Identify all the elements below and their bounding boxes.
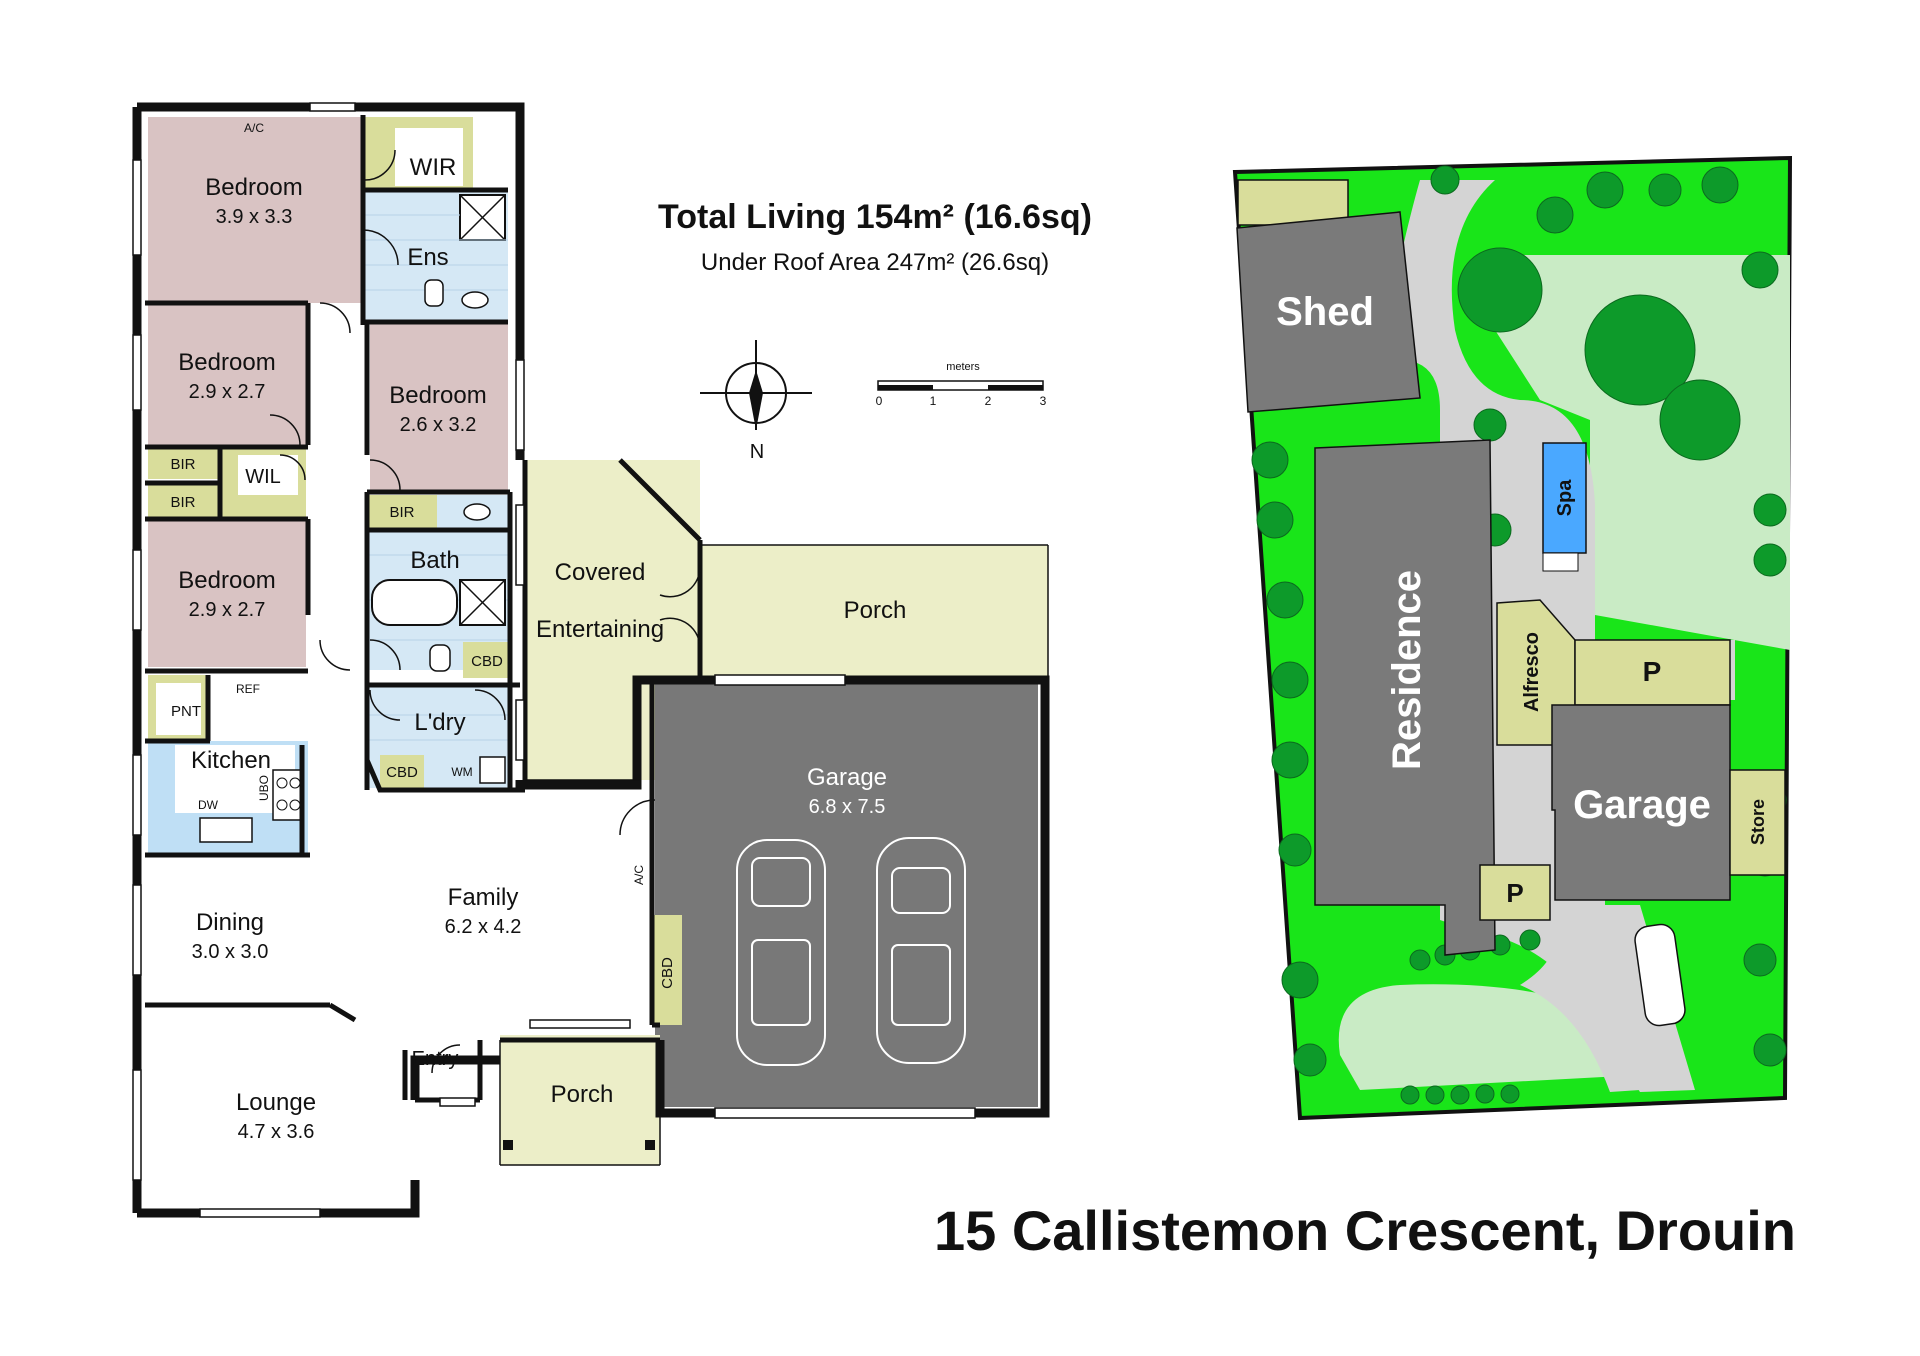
bedroom-2-room: [148, 303, 306, 446]
kitchen-label: Kitchen: [191, 747, 271, 774]
family-dims: 6.2 x 4.2: [445, 916, 522, 938]
wm-label: WM: [451, 765, 472, 779]
dw-label: DW: [198, 798, 219, 812]
scale-tick-2: 2: [985, 394, 992, 408]
wil-label: WIL: [245, 466, 281, 488]
covered-entertaining-label-1: Covered: [555, 559, 646, 586]
bedroom-main-room: [148, 117, 361, 303]
bir-1-storage: [148, 447, 218, 479]
porch-front-area: [500, 1035, 660, 1165]
parking-2-area: [1479, 864, 1551, 921]
shed-building: [1236, 211, 1421, 413]
parking-1-area: [1574, 639, 1731, 706]
cbd-1-label: CBD: [471, 653, 503, 670]
lounge-label: Lounge: [236, 1089, 316, 1116]
ubo-label: UBO: [257, 775, 271, 801]
garage-site-label: Garage: [1573, 783, 1711, 827]
bedroom-2-label: Bedroom: [178, 349, 275, 376]
under-roof-subtitle: Under Roof Area 247m² (26.6sq): [701, 249, 1049, 276]
porch-front-label: Porch: [551, 1081, 614, 1108]
covered-entertaining-label-2: Entertaining: [536, 616, 664, 643]
garage-building: [1551, 704, 1731, 901]
scale-tick-0: 0: [876, 394, 883, 408]
site-plan: Shed Residence Spa Alfresco P Garage Sto…: [1232, 155, 1793, 1121]
dining-dims: 3.0 x 3.0: [192, 941, 269, 963]
shed-label: Shed: [1276, 290, 1374, 334]
spa-pool: [1542, 442, 1587, 554]
scale-tick-1: 1: [930, 394, 937, 408]
parking-1-label: P: [1643, 656, 1662, 687]
bedroom-main-dims: 3.9 x 3.3: [216, 206, 293, 228]
cbd-1-storage: [463, 642, 510, 678]
bedroom-4-dims: 2.9 x 2.7: [189, 599, 266, 621]
address-title: 15 Callistemon Crescent, Drouin: [934, 1199, 1796, 1262]
entry-label: Entry: [412, 1048, 459, 1070]
spa-label: Spa: [1554, 479, 1576, 517]
car-right-icon: [876, 837, 966, 1064]
compass-north-label: N: [750, 441, 764, 463]
store-building: [1729, 769, 1786, 876]
lounge-dims: 4.7 x 3.6: [238, 1121, 315, 1143]
residence-label: Residence: [1385, 570, 1429, 770]
total-living-title: Total Living 154m² (16.6sq): [658, 198, 1092, 236]
bath-label: Bath: [410, 547, 459, 574]
bedroom-main-label: Bedroom: [205, 174, 302, 201]
parking-2-label: P: [1506, 878, 1523, 908]
bedroom-3-room: [370, 324, 508, 492]
dining-label: Dining: [196, 909, 264, 936]
cbd-2-label: CBD: [386, 764, 418, 781]
cbd-3-storage: [652, 915, 682, 1025]
cbd-2-storage: [380, 755, 424, 788]
bir-2-label: BIR: [170, 494, 195, 511]
ref-label: REF: [236, 682, 260, 696]
porch-rear-area: [700, 545, 1048, 677]
store-label: Store: [1748, 799, 1768, 845]
bir-1-label: BIR: [170, 456, 195, 473]
bedroom-4-label: Bedroom: [178, 567, 275, 594]
car-left-icon: [736, 839, 826, 1066]
residence-building: [1314, 439, 1496, 956]
bedroom-4-room: [148, 521, 306, 667]
bedroom-3-label: Bedroom: [389, 382, 486, 409]
porch-rear-label: Porch: [844, 597, 907, 624]
scale-tick-3: 3: [1040, 394, 1047, 408]
garage-label: Garage: [807, 764, 887, 791]
scale-unit: meters: [946, 361, 980, 373]
alfresco-label: Alfresco: [1521, 632, 1543, 712]
rear-lawn-area: [1495, 255, 1790, 650]
floor-plan: A/C Bedroom 3.9 x 3.3 WIR Ens Bedroom 2.…: [132, 102, 1050, 1218]
pnt-label: PNT: [171, 703, 201, 720]
shed-roof-overhang: [1237, 179, 1349, 226]
ac-top-label: A/C: [244, 121, 264, 135]
garage-dims: 6.8 x 7.5: [809, 796, 886, 818]
laundry-label: L'dry: [414, 709, 465, 736]
ensuite-label: Ens: [407, 244, 448, 271]
bir-3-label: BIR: [389, 504, 414, 521]
scale-bar: meters 0 1 2 3: [876, 361, 1047, 408]
garage-room: [655, 684, 1038, 1107]
bir-2-storage: [148, 484, 218, 518]
wir-label: WIR: [410, 154, 457, 181]
ac-side-label: A/C: [632, 865, 646, 885]
bedroom-3-dims: 2.6 x 3.2: [400, 414, 477, 436]
compass-icon: N: [700, 340, 812, 463]
site-car-icon: [1634, 923, 1686, 1027]
bedroom-2-dims: 2.9 x 2.7: [189, 381, 266, 403]
cbd-3-label: CBD: [659, 957, 676, 989]
family-label: Family: [448, 884, 519, 911]
